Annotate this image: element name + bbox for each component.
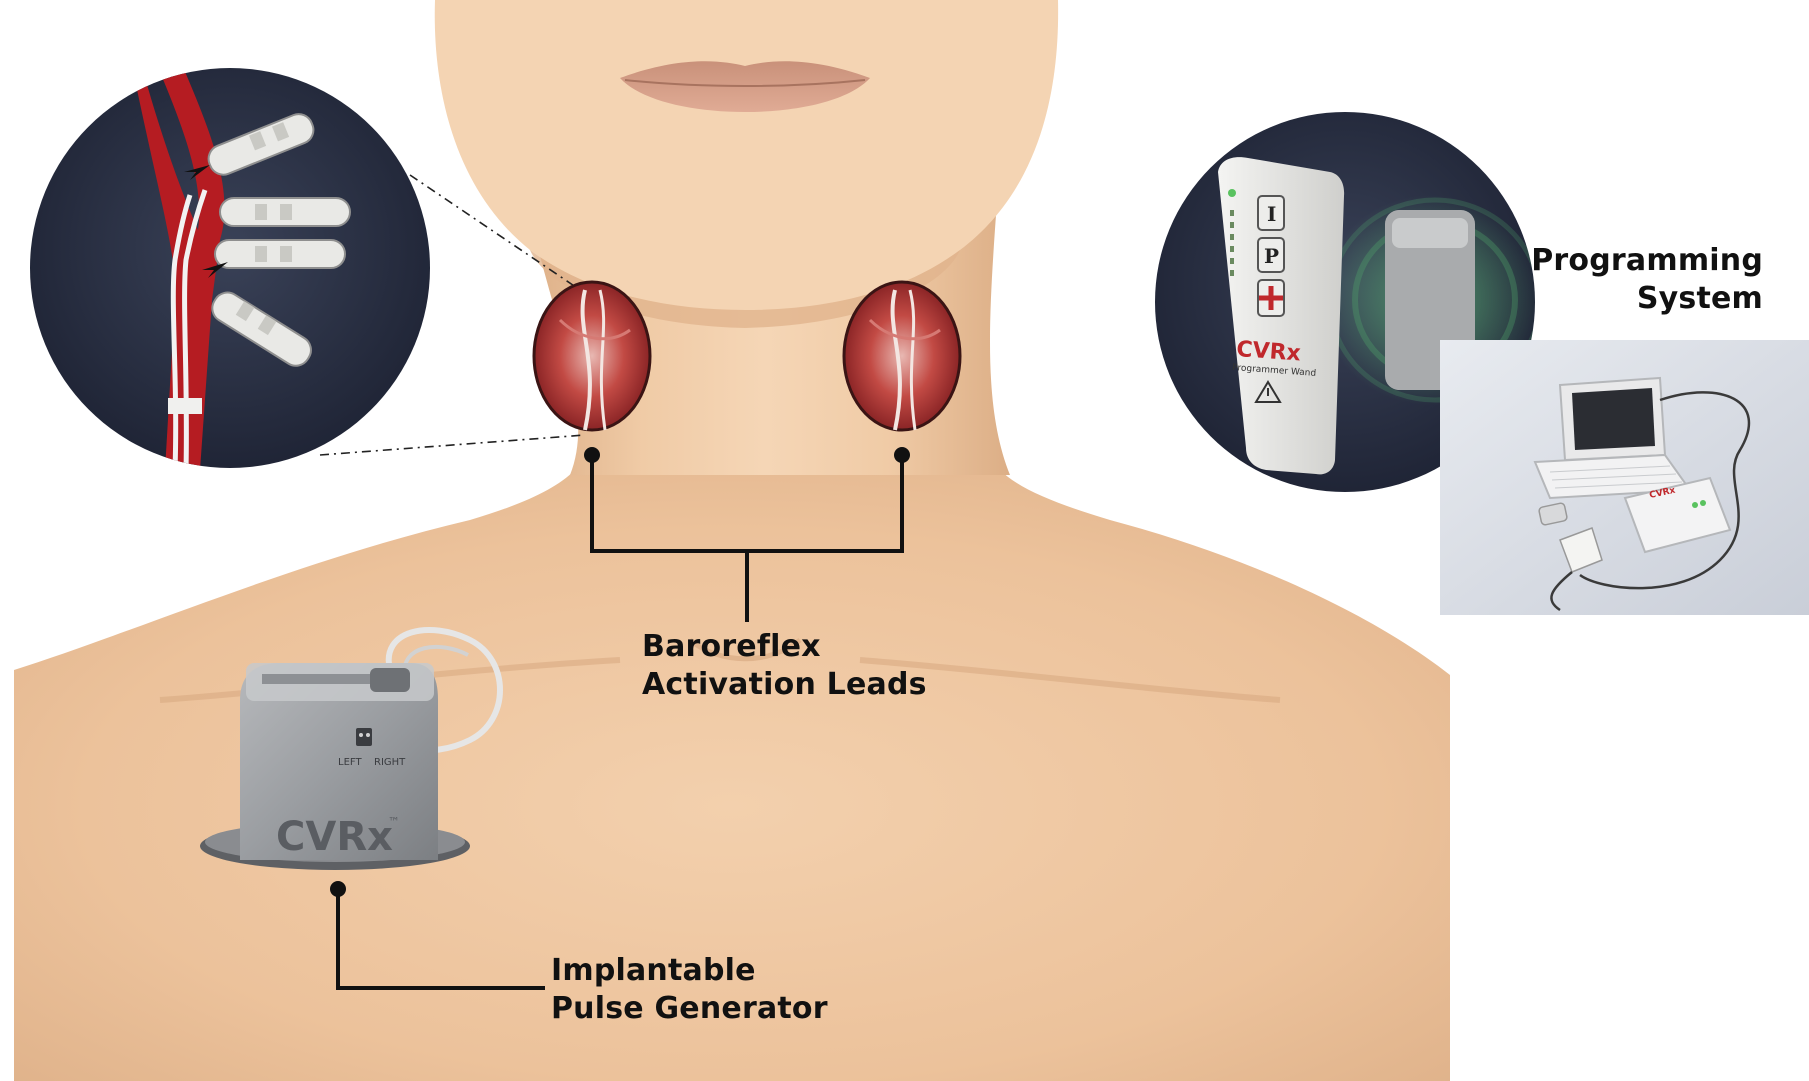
- right-sinus-dot: [894, 447, 910, 463]
- ipg-dot: [330, 881, 346, 897]
- ipg-label-line1: Implantable: [551, 952, 828, 990]
- ipg-label-line2: Pulse Generator: [551, 990, 828, 1028]
- wand-button-p: P: [1264, 244, 1279, 268]
- ipg-trademark: ™: [388, 815, 400, 829]
- left-sinus-dot: [584, 447, 600, 463]
- carotid-inset: [30, 60, 430, 470]
- left-carotid-sinus: [534, 282, 650, 430]
- ipg-port-left-label: LEFT: [338, 757, 362, 768]
- baroreflex-activation-leads-label: Baroreflex Activation Leads: [642, 628, 927, 704]
- baroreflex-label-line1: Baroreflex: [642, 628, 927, 666]
- right-carotid-sinus: [844, 282, 960, 430]
- implantable-pulse-generator-label: Implantable Pulse Generator: [551, 952, 828, 1028]
- wand-button-i: I: [1267, 202, 1276, 226]
- programming-system-label: Programming System: [1531, 242, 1763, 318]
- programming-label-line2: System: [1531, 280, 1763, 318]
- ipg-port-right-label: RIGHT: [374, 757, 406, 768]
- baroreflex-label-line2: Activation Leads: [642, 666, 927, 704]
- ipg-brand-logo: CVRx: [276, 814, 393, 860]
- programming-label-line1: Programming: [1531, 242, 1763, 280]
- programming-system-photo: [1440, 340, 1809, 615]
- wand-brand-logo: CVRx: [1236, 337, 1302, 366]
